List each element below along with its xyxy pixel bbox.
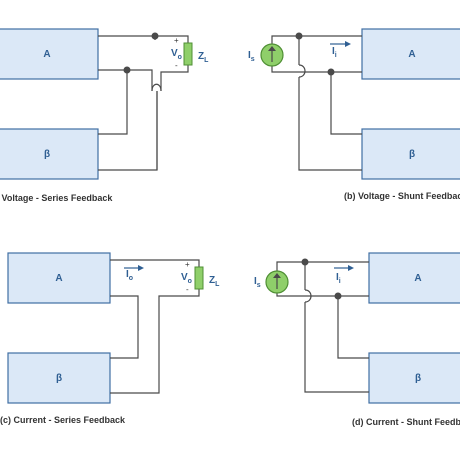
source-current-label-d: Is	[254, 276, 261, 289]
current-source-arrowhead-b	[268, 46, 276, 51]
minus-sign-c: -	[186, 285, 189, 294]
caption-d: (d) Current - Shunt Feedback	[352, 417, 460, 427]
minus-sign-a: -	[175, 61, 178, 70]
feedback-block-c	[7, 352, 111, 404]
node-d-bottom	[334, 292, 342, 300]
feedback-label-c: β	[56, 373, 62, 384]
output-voltage-label-a: Vo	[171, 48, 182, 61]
current-source-arrowhead-d	[273, 273, 281, 278]
wire-crossover-a	[151, 83, 162, 92]
amplifier-label-d: A	[414, 273, 421, 284]
panel-c: A β + - Vo ZL Io (c) Current - Series Fe…	[0, 252, 220, 425]
load-label-c: ZL	[209, 275, 220, 288]
wire-top-a	[98, 35, 189, 43]
wire-feedback-out-d	[304, 262, 369, 393]
wire-feedback-in-d	[337, 296, 369, 359]
wire-output-a	[98, 65, 189, 91]
wire-feedback-in-a	[98, 70, 128, 135]
output-voltage-label-c: Vo	[181, 272, 192, 285]
wire-feedback-in-b	[330, 72, 362, 135]
input-current-arrowhead-d	[348, 265, 354, 271]
panel-b: A β Is Ii (b) Voltage - Shunt Feedback	[248, 28, 460, 201]
wire-top-b	[271, 35, 362, 44]
wire-feedback-out-c	[110, 289, 200, 394]
node-b-top	[295, 32, 303, 40]
input-current-arrowhead-b	[345, 41, 351, 47]
node-b-bottom	[327, 68, 335, 76]
amplifier-block-c	[7, 252, 111, 304]
node-d-top	[301, 258, 309, 266]
wire-crossover-d	[304, 289, 312, 303]
amplifier-label-b: A	[408, 49, 415, 60]
wire-bottom-b	[271, 66, 362, 73]
wire-crossover-b	[298, 64, 306, 78]
amplifier-label-c: A	[55, 273, 62, 284]
amplifier-label-a: A	[43, 49, 50, 60]
amplifier-block-b	[361, 28, 460, 80]
wire-bottom-d	[276, 293, 369, 297]
load-impedance-c	[194, 266, 204, 290]
plus-sign-c: +	[185, 260, 190, 269]
feedback-label-a: β	[44, 149, 50, 160]
wire-feedback-out-b	[298, 36, 362, 171]
feedback-block-d	[368, 352, 460, 404]
plus-sign-a: +	[174, 36, 179, 45]
feedback-label-d: β	[415, 373, 421, 384]
output-current-label-c: Io	[126, 269, 133, 282]
feedback-label-b: β	[409, 149, 415, 160]
load-label-a: ZL	[198, 51, 209, 64]
feedback-block-b	[361, 128, 460, 180]
panel-d: A β Is Ii (d) Current - Shunt Feedback	[254, 252, 460, 427]
caption-c: (c) Current - Series Feedback	[0, 415, 126, 425]
output-current-arrowhead-c	[138, 265, 144, 271]
input-current-label-d: Ii	[336, 272, 341, 285]
wire-feedback-in-c	[110, 295, 139, 359]
caption-b: (b) Voltage - Shunt Feedback	[344, 191, 460, 201]
wire-top-c	[110, 259, 200, 267]
load-impedance-a	[183, 42, 193, 66]
amplifier-block-a	[0, 28, 99, 80]
panel-a: A β + - Vo ZL (a) Voltage - Series Feedb…	[0, 28, 209, 203]
node-a-top	[151, 32, 159, 40]
feedback-block-a	[0, 128, 99, 180]
node-a-bottom	[123, 66, 131, 74]
amplifier-block-d	[368, 252, 460, 304]
wire-top-d	[276, 261, 369, 271]
caption-a: (a) Voltage - Series Feedback	[0, 193, 113, 203]
source-current-label-b: Is	[248, 50, 255, 63]
input-current-label-b: Ii	[332, 46, 337, 59]
